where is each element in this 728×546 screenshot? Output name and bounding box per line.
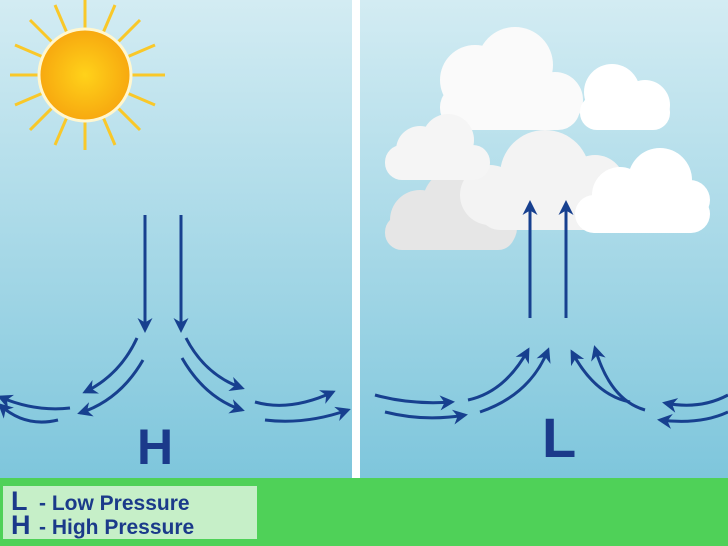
curved-arrow-icon xyxy=(467,347,530,402)
curved-arrow-icon xyxy=(0,402,59,424)
legend: L - Low Pressure H - High Pressure xyxy=(3,486,257,541)
curved-arrow-icon xyxy=(657,410,728,429)
legend-item-high: H - High Pressure xyxy=(11,510,194,541)
curved-arrow-icon xyxy=(82,337,139,394)
curved-arrow-icon xyxy=(570,349,631,404)
curved-arrow-icon xyxy=(254,390,336,407)
legend-item-low: L - Low Pressure xyxy=(11,486,190,517)
curved-arrow-icon xyxy=(180,357,245,414)
legend-symbol: L xyxy=(11,486,28,516)
curved-arrow-icon xyxy=(264,406,351,423)
curved-arrow-icon xyxy=(77,359,145,417)
high-pressure-label: H xyxy=(137,419,174,475)
legend-text: - Low Pressure xyxy=(39,492,190,515)
low-pressure-label: L xyxy=(542,406,577,469)
curved-arrow-icon xyxy=(0,394,71,411)
clouds-icon xyxy=(385,27,710,250)
curved-arrow-icon xyxy=(662,393,728,413)
curved-arrow-icon xyxy=(384,409,468,425)
curved-arrow-icon xyxy=(591,345,646,412)
divider xyxy=(352,0,360,478)
airflow-arrows xyxy=(0,200,728,429)
curved-arrow-icon xyxy=(479,347,551,414)
curved-arrow-icon xyxy=(184,337,245,392)
legend-symbol: H xyxy=(11,510,31,540)
sun-icon xyxy=(10,0,165,150)
curved-arrow-icon xyxy=(374,393,455,411)
legend-text: - High Pressure xyxy=(39,516,195,539)
